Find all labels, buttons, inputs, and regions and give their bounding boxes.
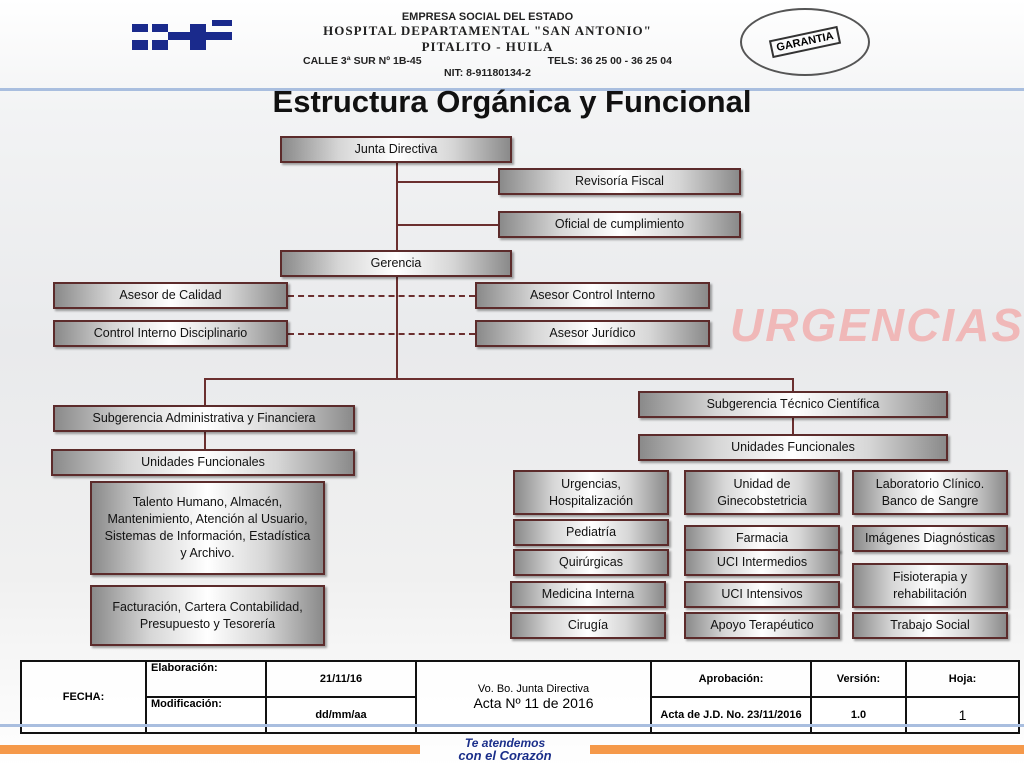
footer-divider: [0, 724, 1024, 727]
connector: [204, 432, 206, 449]
elaboracion-label: Elaboración:: [145, 660, 267, 698]
acta-jd: Acta de J.D. No. 23/11/2016: [650, 696, 812, 734]
asesor-control-interno-box: Asesor Control Interno: [475, 282, 710, 309]
dashed-connector: [288, 295, 475, 297]
urgencias-box: Urgencias, Hospitalización: [513, 470, 669, 515]
header-nit: NIT: 8-91180134-2: [444, 67, 531, 79]
elaboracion-date: 21/11/16: [265, 660, 417, 698]
connector: [792, 378, 794, 391]
ginecobstetricia-box: Unidad de Ginecobstetricia: [684, 470, 840, 515]
page-title: Estructura Orgánica y Funcional: [272, 84, 752, 119]
talento-humano-box: Talento Humano, Almacén, Mantenimiento, …: [90, 481, 325, 575]
slogan: Te atendemos con el Corazón: [425, 737, 585, 762]
asesor-calidad-box: Asesor de Calidad: [53, 282, 288, 309]
header-line1: EMPRESA SOCIAL DEL ESTADO: [401, 11, 574, 23]
document-control-table: FECHA: Elaboración: 21/11/16 Vo. Bo. Jun…: [20, 660, 1020, 734]
vobo-label: Vo. Bo. Junta Directiva: [477, 683, 590, 695]
hoja-value: 1: [905, 696, 1020, 734]
connector: [204, 378, 206, 405]
dashed-connector: [288, 333, 475, 335]
garantia-seal: GARANTIA: [740, 8, 870, 76]
medicina-interna-box: Medicina Interna: [510, 581, 666, 608]
ihp-logo: [132, 20, 232, 54]
revisoria-fiscal-box: Revisoría Fiscal: [498, 168, 741, 195]
header-address: CALLE 3ª SUR Nº 1B-45: [303, 55, 422, 67]
slogan-line1: Te atendemos: [464, 736, 546, 750]
uci-intermedios-box: UCI Intermedios: [684, 549, 840, 576]
aprobacion-label: Aprobación:: [650, 660, 812, 698]
subgerencia-administrativa-box: Subgerencia Administrativa y Financiera: [53, 405, 355, 432]
hoja-label: Hoja:: [905, 660, 1020, 698]
connector: [396, 163, 398, 250]
header-line3: PITALITO - HUILA: [421, 39, 554, 54]
header-phones: TELS: 36 25 00 - 36 25 04: [547, 55, 672, 67]
farmacia-box: Farmacia: [684, 525, 840, 552]
slogan-line2: con el Corazón: [458, 748, 552, 763]
unidades-funcionales-right-box: Unidades Funcionales: [638, 434, 948, 461]
header-divider: [0, 88, 1024, 91]
hospital-header: EMPRESA SOCIAL DEL ESTADO HOSPITAL DEPAR…: [240, 11, 735, 79]
version-label: Versión:: [810, 660, 907, 698]
modificacion-label: Modificación:: [145, 696, 267, 734]
uci-intensivos-box: UCI Intensivos: [684, 581, 840, 608]
control-interno-disciplinario-box: Control Interno Disciplinario: [53, 320, 288, 347]
gerencia-box: Gerencia: [280, 250, 512, 277]
fecha-label: FECHA:: [20, 660, 147, 734]
junta-directiva-box: Junta Directiva: [280, 136, 512, 163]
oficial-cumplimiento-box: Oficial de cumplimiento: [498, 211, 741, 238]
unidades-funcionales-left-box: Unidades Funcionales: [51, 449, 355, 476]
connector: [792, 418, 794, 434]
header-line2: HOSPITAL DEPARTAMENTAL "SAN ANTONIO": [323, 23, 652, 38]
connector: [396, 181, 498, 183]
subgerencia-tecnico-box: Subgerencia Técnico Científica: [638, 391, 948, 418]
modificacion-date: dd/mm/aa: [265, 696, 417, 734]
cirugia-box: Cirugía: [510, 612, 666, 639]
imagenes-box: Imágenes Diagnósticas: [852, 525, 1008, 552]
urgencias-sign: URGENCIAS: [730, 299, 1024, 351]
quirurgicas-box: Quirúrgicas: [513, 549, 669, 576]
pediatria-box: Pediatría: [513, 519, 669, 546]
asesor-juridico-box: Asesor Jurídico: [475, 320, 710, 347]
trabajo-social-box: Trabajo Social: [852, 612, 1008, 639]
facturacion-box: Facturación, Cartera Contabilidad, Presu…: [90, 585, 325, 646]
version-value: 1.0: [810, 696, 907, 734]
connector: [396, 277, 398, 379]
orange-bar-right: [590, 745, 1024, 754]
fisioterapia-box: Fisioterapia y rehabilitación: [852, 563, 1008, 608]
laboratorio-box: Laboratorio Clínico. Banco de Sangre: [852, 470, 1008, 515]
apoyo-terapeutico-box: Apoyo Terapéutico: [684, 612, 840, 639]
orange-bar-left: [0, 745, 420, 754]
connector: [204, 378, 794, 380]
connector: [396, 224, 498, 226]
acta-label: Acta Nº 11 de 2016: [473, 695, 594, 711]
